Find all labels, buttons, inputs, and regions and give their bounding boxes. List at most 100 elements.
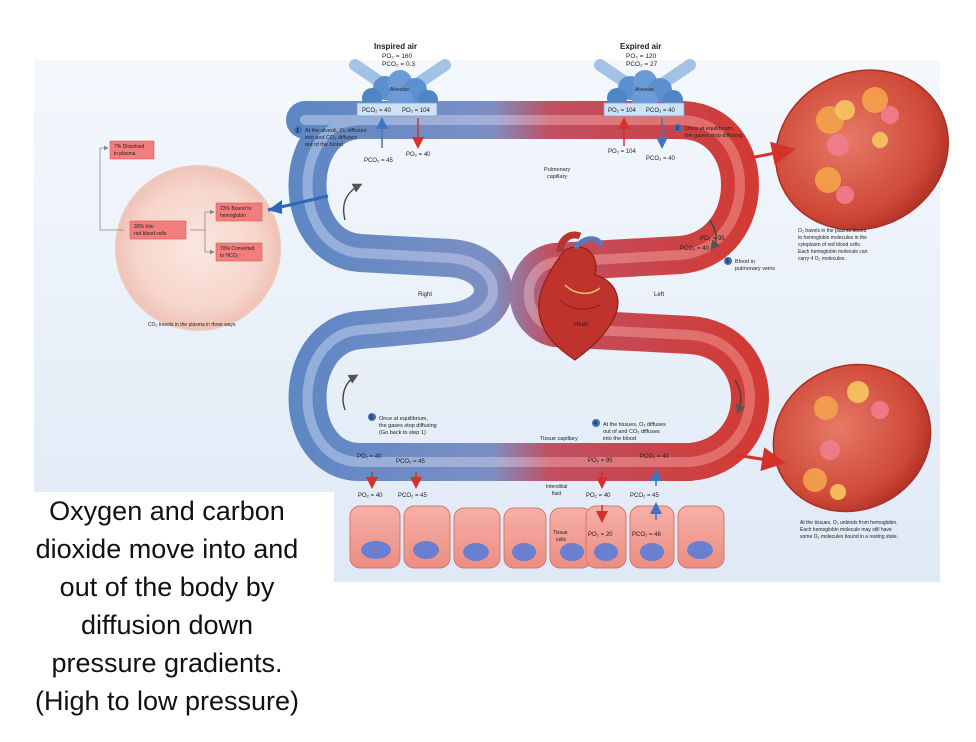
step-5: 5 Once at equilibrium, the gases stop di… [368,413,437,436]
step-3-line-1: Blood in [735,259,755,265]
inspired-alveolus-label: Alveolus [390,87,409,93]
pulm-pco2-45: PCO₂ = 45 [364,158,394,164]
co2-panel-caption: CO₂ travels in the plasma in three ways [148,322,236,328]
slide-caption: Oxygen and carbon dioxide move into and … [0,492,334,720]
step-3: 3 Blood in pulmonary veins [724,257,775,272]
expired-alveolus-po2: PO₂ = 104 [608,108,637,114]
step-4-line-1: At the tissues, O₂ diffuses [603,422,666,428]
step-1: 1 At the alveoli, O₂ diffuses into and C… [294,126,367,148]
o2-bottom-caption: At the tissues, O₂ unbinds from hemoglob… [800,520,898,540]
caption-line: (High to low pressure) [34,686,300,716]
caption-line: diffusion down [80,610,254,640]
tissue-cell [403,505,451,569]
caption-line: dioxide move into and [35,534,299,564]
o2-top-caption-line-4: Each hemoglobin molecule can [798,249,868,255]
tissue-cells-label-2: cells [556,537,567,543]
step-2-number: 2 [676,126,679,132]
tissue-capillary-label: Tissue capillary [540,436,578,442]
o2-bottom-caption-line-3: some O₂ molecules bound in a resting sta… [800,534,898,540]
step-2: 2 Once at equilibrium, the gases stop di… [674,124,743,139]
step-5-line-2: the gases stop diffusing [379,423,437,429]
tissue-values: Tissue capillary PO₂ = 40 PCO₂ = 45 PO₂ … [357,436,670,499]
red-callout-arrow-icon [735,447,786,472]
interstitial-po2: PO₂ = 40 [586,493,611,499]
blue-callout-arrow-icon [268,200,282,214]
tissue-cells-row: Tissue cells PO₂ = 20 PCO₂ = 46 [349,502,725,569]
step-3-number: 3 [726,259,729,265]
o2-top-caption-line-5: carry 4 O₂ molecules. [798,256,846,262]
inspired-pco2: PCO₂ = 0.3 [382,61,415,68]
flow-arrow-icon [343,183,363,221]
expired-po2: PO₂ = 120 [626,53,657,60]
o2-rbc-panel-top [749,69,950,231]
pulm-po2-104: PO₂ = 104 [608,149,637,155]
step-5-line-1: Once at equilibrium, [379,416,428,422]
expired-alveolus-pco2: PCO₂ = 40 [646,108,676,114]
expired-air-group: Expired air PO₂ = 120 PCO₂ = 27 Alveolus… [594,42,696,149]
step-4-line-2: out of and CO₂ diffuses [603,429,660,435]
tissue-cell [503,507,547,569]
flow-arrow-icon [342,374,359,411]
tissue-cell [629,505,675,569]
left-side-label: Left [654,292,664,298]
inspired-air-title: Inspired air [374,42,417,51]
heart-label: Heart [574,322,589,328]
tissue-cell [549,507,593,569]
tissue-pco2-45-top: PCO₂ = 45 [396,459,426,465]
step-5-line-3: (Go back to step 1) [379,430,426,436]
co2-converted-line-2: to HCO₃⁻ [220,253,242,259]
pulm-capillary-label-2: capillary [547,174,567,180]
hemoglobin-icon [815,87,899,204]
o2-bottom-caption-line-1: At the tissues, O₂ unbinds from hemoglob… [800,520,898,526]
co2-transport-panel: 7% Dissolved in plasma 93% Into red bloo… [99,140,329,331]
inspired-alveolus-pco2: PCO₂ = 40 [362,108,392,114]
interstitial-pco2: PCO₂ = 45 [630,493,660,499]
tissue-cells-label-1: Tissue [553,530,568,536]
o2-top-caption-line-1: O₂ travels in the plasma bound [798,228,867,234]
tissue-po2-95: PO₂ = 95 [588,458,613,464]
step-2-line-2: the gases stop diffusing [685,133,743,139]
tissue-cell [453,507,501,569]
step-4-number: 4 [594,421,597,427]
expired-air-title: Expired air [620,42,661,51]
co2-dissolved-line-1: 7% Dissolved [114,144,145,150]
co2-bound-line-1: 23% Bound to [220,206,252,212]
hemoglobin-icon [803,381,889,500]
pulmonary-values: PCO₂ = 45 PO₂ = 40 PO₂ = 104 PCO₂ = 40 P… [364,149,725,252]
step-4-line-3: into the blood [603,436,636,442]
caption-line: pressure gradients. [51,648,283,678]
interstitial-label-2: fluid [552,491,561,497]
o2-rbc-panel-bottom [735,363,932,513]
tissue-cell [349,505,401,569]
co2-dissolved-line-2: in plasma [114,151,136,157]
flow-arrow-icon [709,219,721,251]
vein-pco2: PCO₂ = 40 [680,246,710,252]
caption-line: Oxygen and carbon [49,496,285,526]
inspired-po2: PO₂ = 160 [382,53,413,60]
co2-into-rbc-line-2: red blood cells [134,231,167,237]
step-1-line-1: At the alveoli, O₂ diffuses [305,128,367,134]
tissue-pco2-45-bottom: PCO₂ = 45 [398,493,428,499]
tissue-cell [677,505,725,569]
o2-top-caption-line-2: to hemoglobin molecules in the [798,235,867,241]
pulm-capillary-label: Pulmonary [544,167,571,173]
expired-pco2: PCO₂ = 27 [626,61,658,68]
blood-vessel-loop [286,101,769,481]
step-1-line-3: out of the blood [305,142,343,148]
o2-bottom-caption-line-2: Each hemoglobin molecule may still have [800,527,892,533]
tissue-pco2-40: PCO₂ = 40 [640,454,670,460]
caption-line: out of the body by [59,572,275,602]
inspired-alveolus-po2: PO₂ = 104 [402,108,431,114]
co2-converted-line-1: 70% Converted [220,246,255,252]
co2-into-rbc-line-1: 93% Into [134,224,154,230]
step-4: 4 At the tissues, O₂ diffuses out of and… [592,419,666,442]
tissue-cell-po2: PO₂ = 20 [588,532,613,538]
flow-arrow-icon [734,379,746,415]
co2-bound-line-2: hemoglobin [220,213,246,219]
pulm-po2-40: PO₂ = 40 [406,152,431,158]
pulm-pco2-40: PCO₂ = 40 [646,156,676,162]
interstitial-label-1: Interstitial [546,484,567,490]
tissue-po2-40-bottom: PO₂ = 40 [358,493,383,499]
red-callout-arrow-icon [749,141,796,166]
expired-alveolus-label: Alveolus [635,87,654,93]
